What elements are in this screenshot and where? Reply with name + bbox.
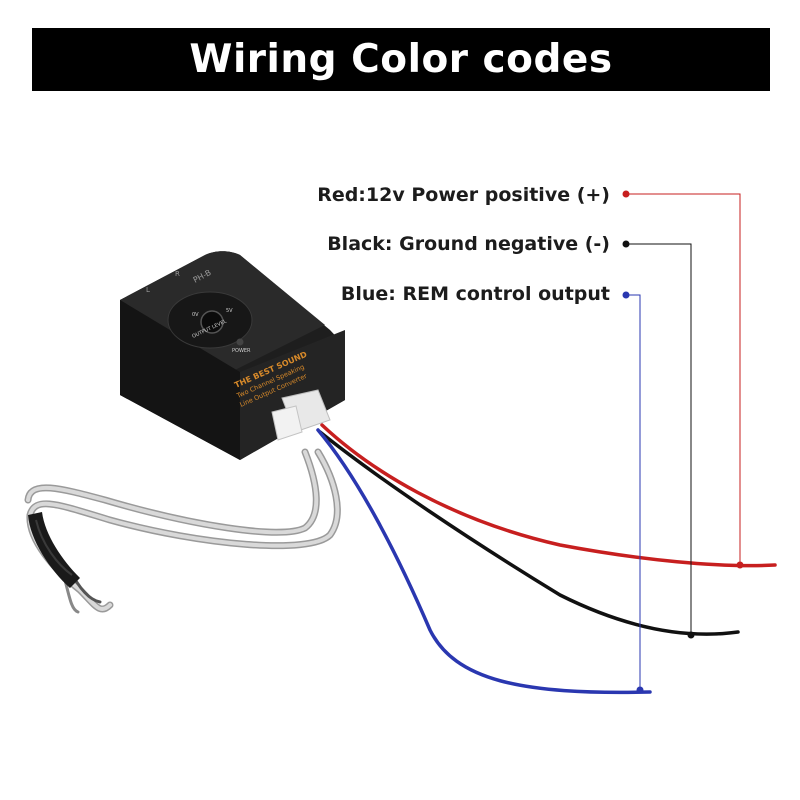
channel-right-label: R bbox=[175, 270, 180, 278]
cable-end-plugs bbox=[28, 512, 80, 588]
blue-leader-dot bbox=[622, 291, 630, 299]
blue-wire bbox=[316, 428, 652, 695]
label-red-wire: Red:12v Power positive (+) bbox=[317, 184, 610, 206]
output-wires bbox=[316, 423, 777, 695]
black-wire bbox=[318, 430, 740, 636]
converter-device: OUTPUT LEVEL 0V 5V POWER PH-B L R THE BE… bbox=[120, 251, 345, 460]
leader-lines bbox=[626, 193, 741, 690]
gray-input-cable bbox=[24, 448, 341, 614]
red-leader-line bbox=[626, 193, 741, 565]
knob-min-label: 0V bbox=[192, 312, 199, 318]
title-banner: Wiring Color codes bbox=[32, 28, 770, 91]
black-leader-line bbox=[626, 243, 692, 635]
blue-leader-end-dot bbox=[636, 686, 644, 694]
blue-leader-line bbox=[626, 294, 641, 690]
red-leader-dot bbox=[622, 190, 630, 198]
red-wire bbox=[320, 423, 777, 568]
label-black-wire: Black: Ground negative (-) bbox=[327, 233, 610, 255]
black-leader-end-dot bbox=[687, 631, 695, 639]
page-title: Wiring Color codes bbox=[189, 37, 613, 82]
knob-max-label: 5V bbox=[226, 308, 233, 314]
channel-left-label: L bbox=[146, 286, 150, 294]
red-leader-end-dot bbox=[736, 561, 744, 569]
power-label: POWER bbox=[232, 348, 251, 354]
label-blue-wire: Blue: REM control output bbox=[340, 283, 610, 305]
leader-dots bbox=[622, 190, 744, 694]
black-leader-dot bbox=[622, 240, 630, 248]
